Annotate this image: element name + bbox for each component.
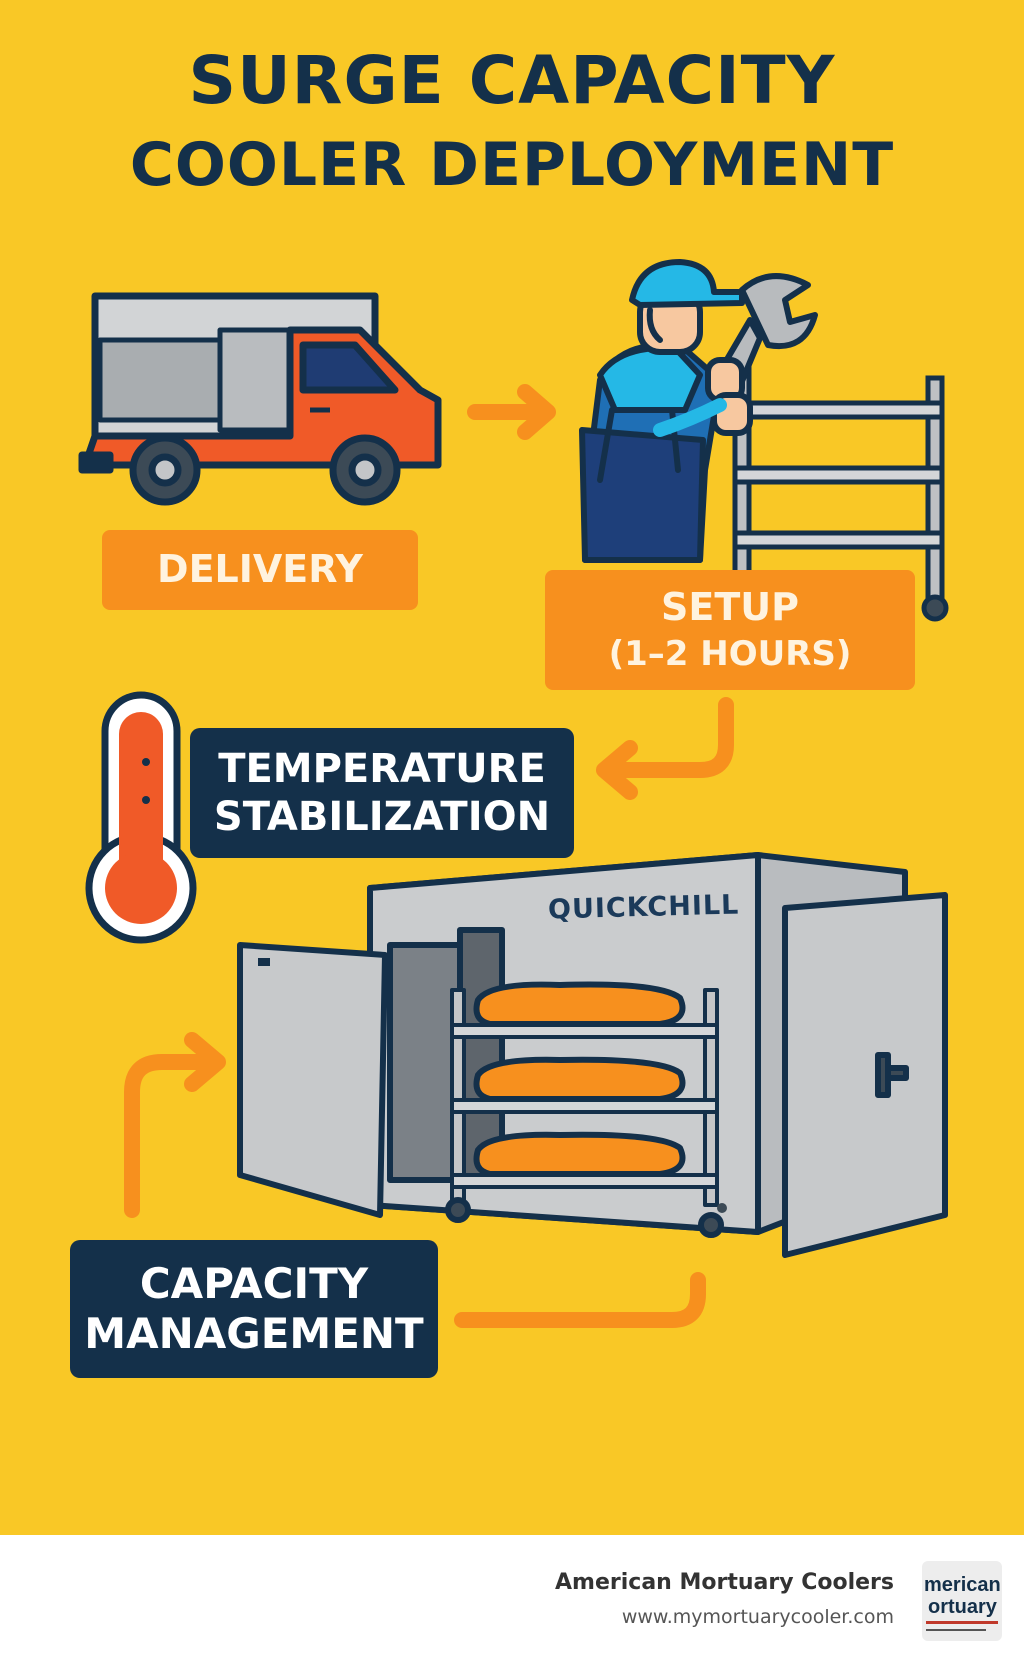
logo-mark: merican ortuary (924, 1574, 1001, 1631)
company-logo-icon: merican ortuary (922, 1561, 1002, 1641)
title-line-1: SURGE CAPACITY (188, 42, 836, 119)
capacity-label-line-2: MANAGEMENT (84, 1309, 424, 1358)
delivery-label: DELIVERY (102, 530, 418, 610)
setup-label-text: SETUP (661, 584, 799, 629)
arrow-right-icon (467, 384, 556, 440)
arrow-curved-up-icon (124, 1032, 226, 1218)
setup-label: SETUP (1–2 HOURS) (545, 570, 915, 690)
svg-text:ortuary: ortuary (928, 1596, 998, 1618)
capacity-management-label: CAPACITY MANAGEMENT (70, 1240, 438, 1378)
thermometer-icon (85, 691, 197, 944)
setup-duration-text: (1–2 HOURS) (608, 634, 852, 675)
rack-icon (732, 362, 949, 622)
company-name: American Mortuary Coolers (555, 1570, 894, 1595)
title-line-2: COOLER DEPLOYMENT (129, 130, 895, 200)
illustration-layer (78, 259, 949, 1328)
capacity-label-line-1: CAPACITY (139, 1258, 369, 1308)
website-link[interactable]: www.mymortuarycooler.com (621, 1606, 894, 1628)
poster: SURGE CAPACITY COOLER DEPLOYMENT (0, 0, 1024, 1535)
delivery-label-text: DELIVERY (157, 547, 363, 592)
delivery-truck-icon (78, 292, 442, 506)
cooler-unit-icon (237, 852, 948, 1258)
footer: American Mortuary Coolers www.mymortuary… (0, 1535, 1024, 1666)
worker-icon (579, 259, 818, 563)
temperature-stabilization-label: TEMPERATURE STABILIZATION (190, 728, 574, 858)
cooler-brand-label: QUICKCHILL (547, 889, 740, 926)
svg-text:merican: merican (924, 1574, 1001, 1596)
connector-line (454, 1272, 706, 1328)
arrow-curved-left-icon (596, 697, 734, 800)
temperature-label-line-2: STABILIZATION (213, 794, 551, 840)
temperature-label-line-1: TEMPERATURE (218, 746, 546, 792)
